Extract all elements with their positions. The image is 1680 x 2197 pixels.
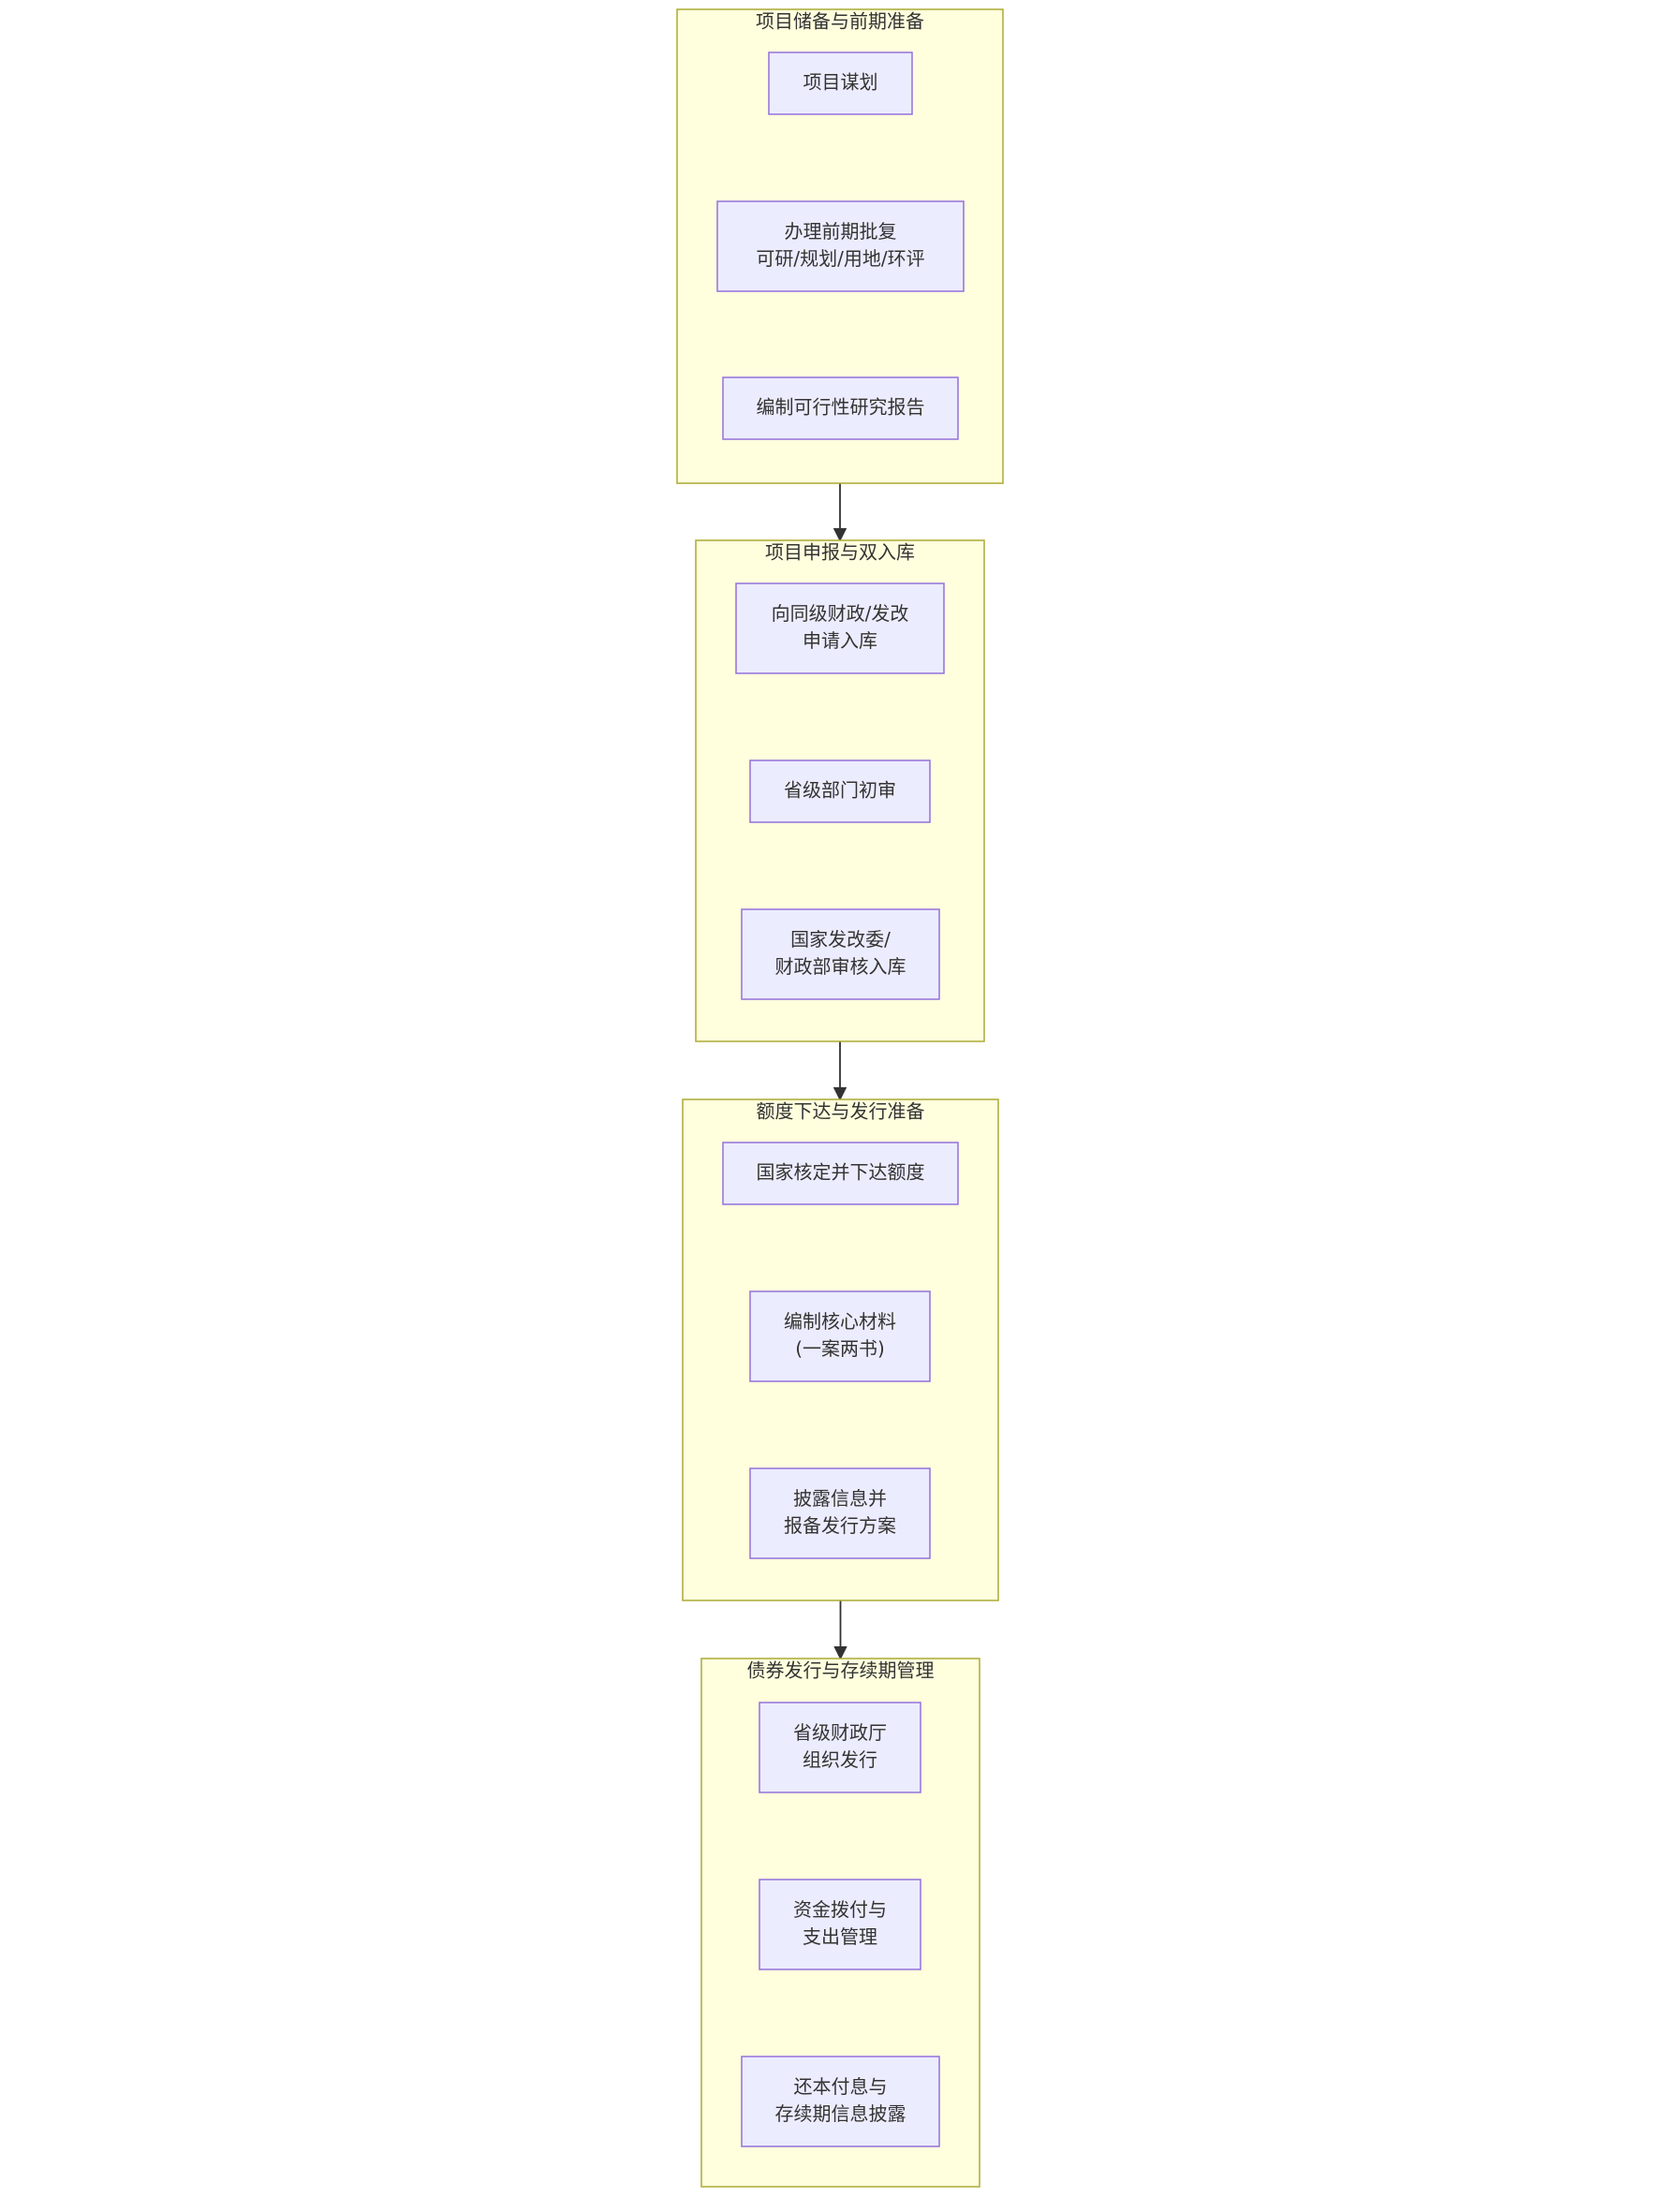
- node-n6: 国家发改委/财政部审核入库: [741, 908, 940, 1000]
- node-label-line: 国家核定并下达额度: [757, 1161, 925, 1184]
- node-n8: 编制核心材料 (一案两书): [749, 1290, 931, 1382]
- node-box: [735, 582, 945, 674]
- node-n3: 编制可行性研究报告: [722, 376, 959, 440]
- node-box: [759, 1702, 921, 1793]
- node-label-line: 财政部审核入库: [775, 955, 906, 978]
- cluster-title: 债券发行与存续期管理: [747, 1659, 935, 1682]
- node-label-line: 办理前期批复: [785, 220, 897, 243]
- node-box: [759, 1879, 921, 1970]
- node-box: [722, 1142, 959, 1205]
- node-box: [749, 1290, 931, 1382]
- node-label-line: 国家发改委/: [790, 928, 891, 951]
- node-label-line: 还本付息与: [794, 2075, 888, 2098]
- node-box: [716, 200, 965, 292]
- node-label-line: 省级财政厅: [793, 1721, 887, 1744]
- cluster-title: 额度下达与发行准备: [757, 1100, 925, 1123]
- node-n7: 国家核定并下达额度: [722, 1142, 959, 1205]
- node-label-line: 资金拨付与: [793, 1898, 887, 1921]
- node-label-line: 支出管理: [803, 1925, 877, 1948]
- node-box: [741, 908, 940, 1000]
- cluster-title: 项目申报与双入库: [765, 541, 915, 564]
- node-label-line: 向同级财政/发改: [772, 602, 909, 625]
- node-label-line: 可研/规划/用地/环评: [756, 247, 924, 270]
- node-box: [749, 1467, 931, 1559]
- node-label-line: (一案两书): [795, 1337, 885, 1360]
- node-n5: 省级部门初审: [749, 759, 931, 823]
- node-label-line: 项目谋划: [803, 71, 878, 94]
- node-label-line: 组织发行: [803, 1748, 877, 1771]
- node-box: [741, 2056, 940, 2147]
- node-label-line: 省级部门初审: [784, 779, 896, 802]
- node-n1: 项目谋划: [768, 52, 913, 115]
- node-box: [749, 759, 931, 823]
- node-label-line: 披露信息并: [793, 1487, 887, 1510]
- node-label-line: 申请入库: [803, 629, 877, 652]
- node-label-line: 编制核心材料: [784, 1310, 896, 1333]
- cluster-title: 项目储备与前期准备: [756, 10, 924, 33]
- node-label-line: 存续期信息披露: [775, 2102, 906, 2125]
- node-label-line: 编制可行性研究报告: [757, 396, 925, 419]
- node-box: [768, 52, 913, 115]
- node-box: [722, 376, 959, 440]
- node-label-line: 报备发行方案: [784, 1514, 896, 1537]
